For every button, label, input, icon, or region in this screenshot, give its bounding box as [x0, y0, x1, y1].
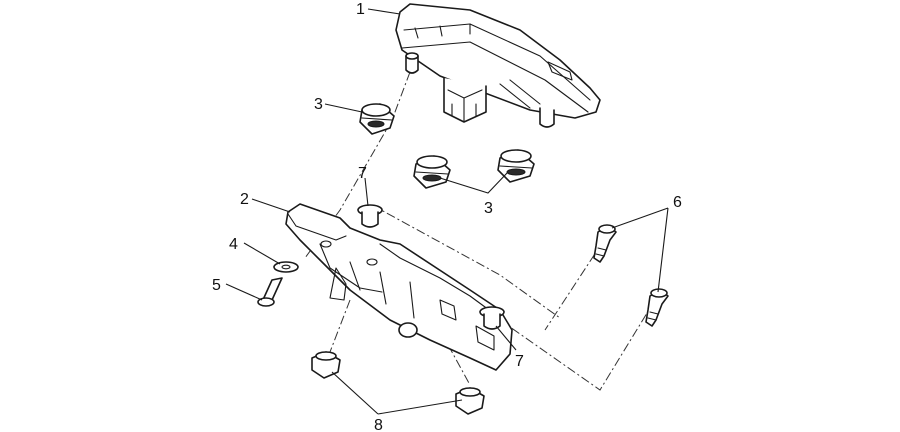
- bolt-upper: [593, 224, 617, 263]
- callout-8: 8: [374, 417, 383, 432]
- callout-6: 6: [673, 194, 682, 211]
- mounting-bracket: [285, 203, 513, 371]
- callout-4: 4: [229, 236, 238, 253]
- instrument-cluster: [395, 3, 601, 128]
- grommet-pair-left: [413, 155, 451, 189]
- nut-left: [311, 351, 341, 379]
- grommet-upper: [359, 103, 395, 135]
- callout-7-lower: 7: [515, 353, 524, 370]
- nut-right: [455, 387, 485, 415]
- bushing-upper: [357, 204, 383, 228]
- callout-1: 1: [356, 1, 365, 18]
- callout-7-upper: 7: [358, 165, 367, 182]
- washer: [273, 261, 299, 273]
- bushing-lower: [479, 306, 505, 330]
- callout-2: 2: [240, 191, 249, 208]
- callout-5: 5: [212, 277, 221, 294]
- bolt-lower: [645, 288, 669, 327]
- callout-3-upper: 3: [314, 96, 323, 113]
- screw-small: [257, 277, 283, 307]
- callout-3-lower: 3: [484, 200, 493, 217]
- grommet-pair-right: [497, 149, 535, 183]
- leader-lines: [225, 8, 669, 415]
